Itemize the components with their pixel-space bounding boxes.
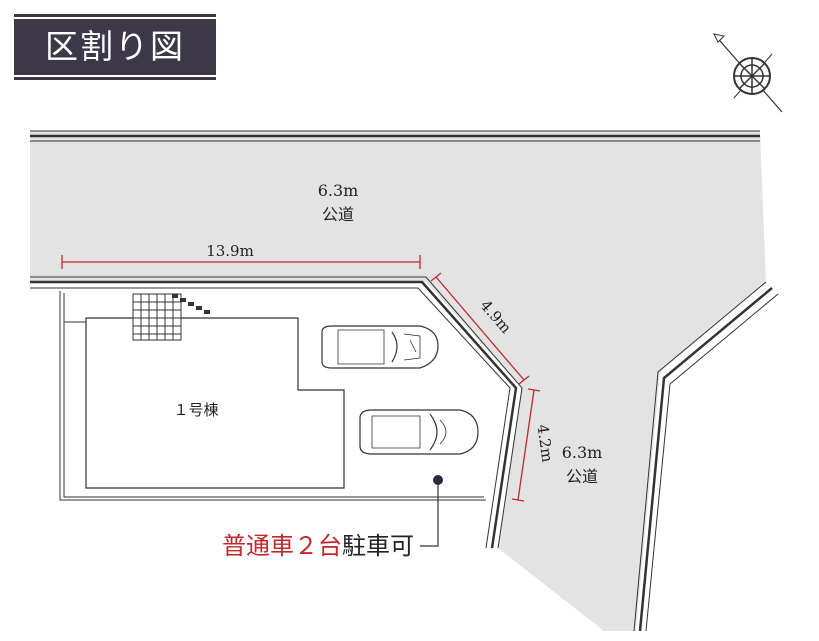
lot-wall — [30, 276, 523, 549]
page-title: 区割り図 — [45, 27, 185, 66]
car-icon — [321, 325, 439, 369]
dimension-frontage-label: 13.9m — [206, 242, 254, 260]
building-label: １号棟 — [173, 401, 218, 419]
public-road-area — [30, 131, 766, 631]
road-top-width: 6.3m — [318, 181, 359, 200]
dimension-diagonal — [430, 272, 530, 385]
title-rule-top — [14, 17, 216, 19]
road-right-type: 公道 — [566, 467, 598, 486]
dimension-right-edge — [511, 388, 541, 502]
building-footprint — [85, 317, 345, 489]
road-edge-right — [633, 281, 779, 632]
parking-leader-line — [420, 480, 439, 547]
road-right-width: 6.3m — [562, 443, 603, 462]
parking-note-highlight: 普通車２台 — [222, 532, 342, 560]
parking-note: 普通車２台駐車可 — [222, 532, 414, 560]
title-banner: 区割り図 — [14, 14, 216, 80]
compass-north-icon — [713, 33, 783, 113]
road-edge-top — [30, 130, 760, 142]
stair-icon — [132, 293, 182, 341]
dimension-right-edge-label: 4.2m — [533, 423, 556, 463]
step-marks — [172, 294, 210, 314]
title-rule-bottom — [14, 75, 216, 77]
parking-note-rest: 駐車可 — [342, 532, 414, 560]
car-icon — [359, 409, 479, 455]
dimension-frontage — [61, 255, 421, 269]
road-top-type: 公道 — [322, 205, 354, 224]
